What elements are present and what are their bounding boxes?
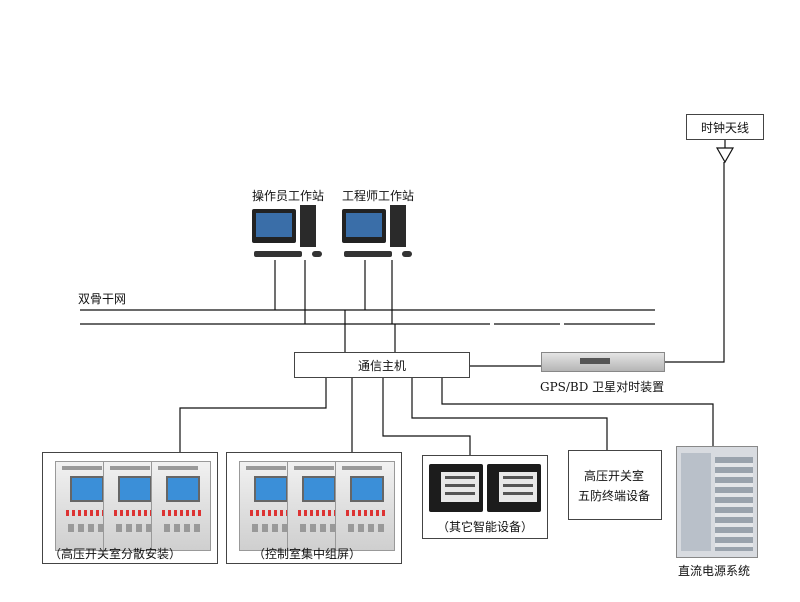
tower-icon	[390, 205, 406, 247]
dual-network-label: 双骨干网	[78, 292, 127, 306]
meter-device	[487, 464, 541, 512]
gps-device	[541, 352, 665, 372]
dc-power-cabinet	[676, 446, 758, 558]
hv-distributed-group: （高压开关室分散安装）	[42, 452, 218, 564]
monitor-icon	[342, 209, 386, 243]
control-room-group: （控制室集中组屏）	[226, 452, 402, 564]
dc-power-label: 直流电源系统	[678, 564, 751, 578]
engineer-workstation	[338, 205, 418, 265]
control-room-label: （控制室集中组屏）	[253, 547, 362, 561]
link-dc-power	[441, 378, 714, 446]
operator-workstation	[248, 205, 328, 265]
keyboard-icon	[344, 251, 392, 257]
hv-distributed-label: （高压开关室分散安装）	[49, 547, 182, 561]
mouse-icon	[402, 251, 412, 257]
clock-antenna-box: 时钟天线	[686, 114, 764, 140]
link-other-devices	[382, 378, 471, 455]
meter-device	[429, 464, 483, 512]
link-five-prevention	[411, 378, 608, 450]
gps-antenna-link	[665, 162, 725, 363]
link-hv-distributed	[179, 378, 327, 452]
five-prevention-line2: 五防终端设备	[578, 489, 651, 503]
keyboard-icon	[254, 251, 302, 257]
protection-panel	[335, 461, 395, 551]
other-devices-label: （其它智能设备）	[437, 520, 534, 534]
tower-icon	[300, 205, 316, 247]
engineer-workstation-label: 工程师工作站	[342, 189, 415, 203]
protection-panel	[151, 461, 211, 551]
five-prevention-line1: 高压开关室	[584, 469, 645, 483]
other-devices-group: （其它智能设备）	[422, 455, 548, 539]
gps-label: GPS/BD 卫星对时装置	[540, 380, 665, 394]
mouse-icon	[312, 251, 322, 257]
monitor-icon	[252, 209, 296, 243]
antenna-triangle	[715, 147, 735, 164]
comm-host-box: 通信主机	[294, 352, 470, 378]
operator-workstation-label: 操作员工作站	[252, 189, 325, 203]
five-prevention-box: 高压开关室 五防终端设备	[568, 450, 662, 520]
